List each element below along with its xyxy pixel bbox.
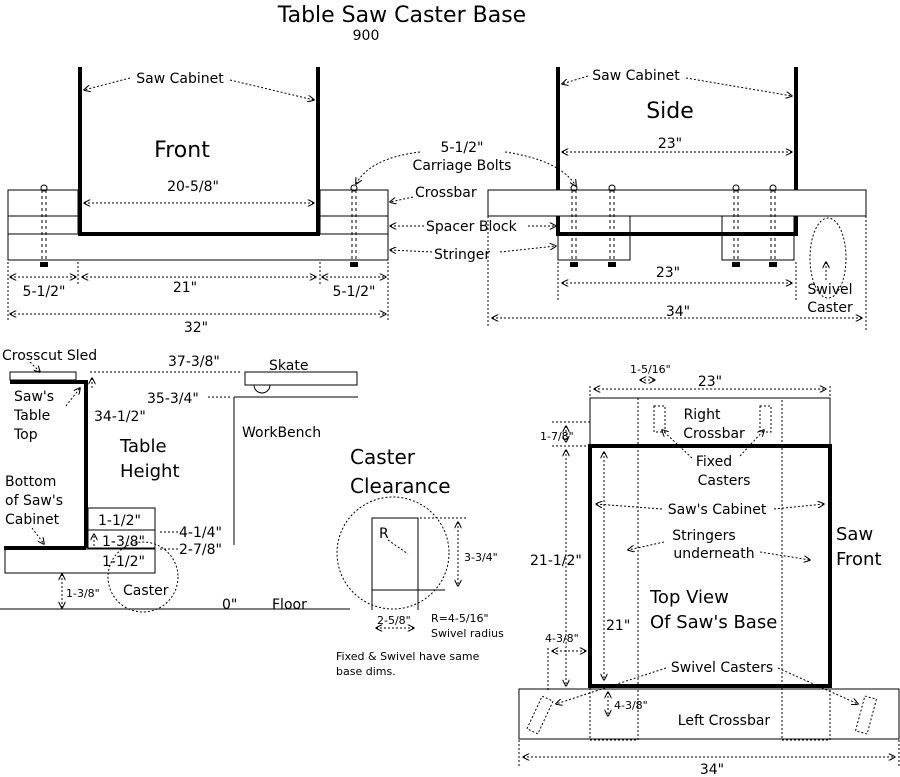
diagram-subtitle: 900 bbox=[353, 28, 380, 44]
side-inner-width: 23" bbox=[656, 265, 680, 281]
dim-1-3-8: 1-3/8" bbox=[102, 534, 145, 550]
top-left-crossbar: Left Crossbar bbox=[678, 713, 771, 729]
clearance-width: 2-5/8" bbox=[377, 614, 411, 627]
top-swivel-casters: Swivel Casters bbox=[671, 660, 773, 676]
front-spacer-label: Spacer Block bbox=[426, 219, 518, 235]
diagram-title: Table Saw Caster Base bbox=[277, 3, 526, 28]
height-4-1-4: 4-1/4" bbox=[179, 525, 222, 541]
front-mid-span: 21" bbox=[173, 280, 197, 296]
dim-1-1-2-b: 1-1/2" bbox=[102, 554, 145, 570]
clearance-radius: R=4-5/16"Swivel radius bbox=[431, 612, 504, 640]
zero-label: 0" bbox=[222, 597, 237, 613]
height-2-7-8: 2-7/8" bbox=[179, 542, 222, 558]
top-height-4-3-8: 4-3/8" bbox=[614, 699, 648, 712]
side-heading: Side bbox=[646, 99, 694, 124]
top-height-21-5: 21-1/2" bbox=[530, 553, 582, 569]
height-37: 37-3/8" bbox=[168, 354, 220, 370]
top-width: 23" bbox=[698, 374, 722, 390]
front-right-span: 5-1/2" bbox=[333, 284, 376, 300]
front-heading: Front bbox=[154, 138, 210, 163]
crosscut-sled-label: Crosscut Sled bbox=[2, 348, 97, 364]
caster-label: Caster bbox=[123, 583, 169, 599]
gap-label: 1-3/8" bbox=[66, 587, 100, 600]
front-crossbar-label: Crossbar bbox=[415, 185, 477, 201]
top-offset-dim: 1-7/8" bbox=[540, 430, 574, 443]
top-height-21: 21" bbox=[606, 618, 630, 634]
front-cabinet-width: 20-5/8" bbox=[167, 179, 219, 195]
top-width-4-3-8: 4-3/8" bbox=[545, 632, 579, 645]
side-top-width: 23" bbox=[658, 136, 682, 152]
side-saw-cabinet: Saw Cabinet bbox=[592, 68, 680, 84]
front-saw-cabinet: Saw Cabinet bbox=[136, 71, 224, 87]
dim-1-1-2-a: 1-1/2" bbox=[98, 513, 141, 529]
front-view: Front Saw Cabinet 20-5/8" 5-1/2"Carriage… bbox=[7, 67, 576, 336]
front-total: 32" bbox=[184, 320, 208, 336]
side-total: 34" bbox=[666, 304, 690, 320]
top-saws-cabinet: Saw's Cabinet bbox=[668, 502, 767, 518]
top-small-dim: 1-5/16" bbox=[630, 363, 671, 376]
front-left-span: 5-1/2" bbox=[23, 284, 66, 300]
clearance-height: 3-3/4" bbox=[464, 551, 498, 564]
height-34: 34-1/2" bbox=[94, 409, 146, 425]
clearance-r: R bbox=[379, 526, 389, 542]
skate-label: Skate bbox=[269, 358, 308, 374]
height-35: 35-3/4" bbox=[147, 391, 199, 407]
workbench-label: WorkBench bbox=[242, 425, 321, 441]
front-bolts-label: 5-1/2"Carriage Bolts bbox=[413, 140, 512, 174]
top-total: 34" bbox=[700, 762, 724, 777]
front-stringer-label: Stringer bbox=[434, 247, 490, 263]
floor-label: Floor bbox=[272, 597, 307, 613]
